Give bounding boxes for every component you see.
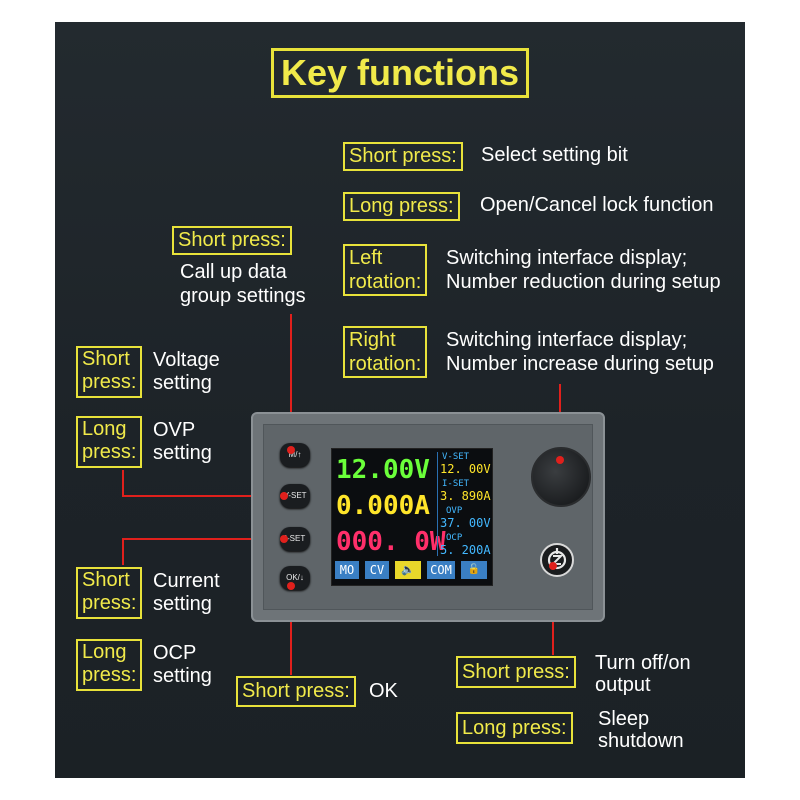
label-short-press-iset-l1: Short xyxy=(82,569,130,591)
com-badge: COM xyxy=(427,561,455,579)
desc-ocp-setting: OCP setting xyxy=(153,642,212,688)
label-long-press-iset-l1: Long xyxy=(82,641,127,663)
lcd-screen: 12.00V 0.000A 000. 0W V-SET 12. 00V I-SE… xyxy=(331,448,493,586)
desc-voltage-setting: Voltage setting xyxy=(153,349,220,395)
label-right-rotation-l2: rotation: xyxy=(349,353,422,375)
iset-value: 3. 890A xyxy=(440,489,491,503)
indicator-dot-vset xyxy=(280,492,288,500)
ocp-value: 5. 200A xyxy=(440,543,491,557)
vset-value: 12. 00V xyxy=(440,462,491,476)
label-long-press-vset: Long press: xyxy=(76,416,143,468)
desc-lock-function: Open/Cancel lock function xyxy=(480,194,714,216)
desc-voltage-setting-l1: Voltage xyxy=(153,349,220,371)
desc-left-rotation-l2: Number reduction during setup xyxy=(446,271,721,293)
label-short-press-vset: Short press: xyxy=(76,346,143,398)
label-left-rotation: Left rotation: xyxy=(343,244,428,296)
voltage-readout: 12.00V xyxy=(336,455,430,485)
desc-current-setting-l1: Current xyxy=(153,570,220,592)
desc-ocp-setting-l1: OCP xyxy=(153,642,197,664)
page-title: Key functions xyxy=(271,48,529,98)
power-icon xyxy=(547,548,567,570)
desc-ovp-setting-l2: setting xyxy=(153,442,212,464)
power-readout: 000. 0W xyxy=(336,527,446,557)
desc-select-setting-bit: Select setting bit xyxy=(481,144,628,166)
label-long-press-vset-l1: Long xyxy=(82,418,127,440)
current-readout: 0.000A xyxy=(336,491,430,521)
label-short-press-vset-l2: press: xyxy=(82,371,137,393)
label-long-press-knob: Long press: xyxy=(343,192,460,221)
label-long-press-vset-l2: press: xyxy=(82,441,137,463)
desc-current-setting-l2: setting xyxy=(153,593,212,615)
mode-badge: MO xyxy=(335,561,359,579)
background-panel xyxy=(55,22,745,778)
desc-ok: OK xyxy=(369,680,398,702)
label-short-press-vset-l1: Short xyxy=(82,348,130,370)
desc-data-group-l1: Call up data xyxy=(180,261,287,283)
desc-current-setting: Current setting xyxy=(153,570,220,616)
indicator-dot-knob xyxy=(556,456,564,464)
lock-icon: 🔓 xyxy=(461,561,487,579)
indicator-dot-m xyxy=(287,446,295,454)
label-short-press-iset-l2: press: xyxy=(82,592,137,614)
line-vset-button xyxy=(122,470,284,497)
desc-turn-output-l1: Turn off/on xyxy=(595,652,691,674)
label-long-press-iset-l2: press: xyxy=(82,664,137,686)
desc-data-group-l2: group settings xyxy=(180,285,306,307)
label-short-press-ok: Short press: xyxy=(236,676,356,707)
desc-right-rotation-l2: Number increase during setup xyxy=(446,353,714,375)
label-left-rotation-l2: rotation: xyxy=(349,271,422,293)
desc-ovp-setting: OVP setting xyxy=(153,419,212,465)
label-long-press-power: Long press: xyxy=(456,712,573,744)
desc-ovp-setting-l1: OVP xyxy=(153,419,196,441)
desc-sleep-shutdown-l2: shutdown xyxy=(598,730,684,752)
power-button[interactable] xyxy=(540,543,574,577)
desc-turn-output: Turn off/on output xyxy=(595,652,691,696)
desc-left-rotation-l1: Switching interface display; xyxy=(446,247,688,269)
desc-sleep-shutdown: Sleep shutdown xyxy=(598,708,684,752)
label-short-press-iset: Short press: xyxy=(76,567,143,619)
desc-data-group: Call up data group settings xyxy=(180,260,306,308)
indicator-dot-iset xyxy=(280,535,288,543)
iset-label: I-SET xyxy=(442,479,470,489)
desc-ocp-setting-l2: setting xyxy=(153,665,212,687)
status-bar: MO CV 🔈 COM 🔓 xyxy=(335,561,489,581)
m-up-button[interactable]: M/↑ xyxy=(280,443,310,467)
side-panel xyxy=(437,452,490,556)
desc-sleep-shutdown-l1: Sleep xyxy=(598,708,650,730)
desc-right-rotation-l1: Switching interface display; xyxy=(446,329,688,351)
cv-badge: CV xyxy=(365,561,389,579)
indicator-dot-power xyxy=(549,562,557,570)
desc-left-rotation: Switching interface display; Number redu… xyxy=(446,246,721,294)
vset-label: V-SET xyxy=(442,452,470,462)
label-short-press-m: Short press: xyxy=(172,226,292,255)
desc-voltage-setting-l2: setting xyxy=(153,372,212,394)
line-iset-button xyxy=(122,538,284,565)
indicator-dot-ok xyxy=(287,582,295,590)
ovp-label: OVP xyxy=(446,506,463,516)
label-long-press-iset: Long press: xyxy=(76,639,143,691)
label-left-rotation-l1: Left xyxy=(349,247,383,269)
label-right-rotation: Right rotation: xyxy=(343,326,428,378)
ok-down-button[interactable]: OK/↓ xyxy=(280,566,310,590)
ocp-label: OCP xyxy=(446,533,463,543)
label-short-press-knob: Short press: xyxy=(343,142,463,171)
speaker-icon: 🔈 xyxy=(395,561,421,579)
label-right-rotation-l1: Right xyxy=(349,329,396,351)
rotary-knob[interactable] xyxy=(531,447,591,507)
ovp-value: 37. 00V xyxy=(440,516,491,530)
label-short-press-power: Short press: xyxy=(456,656,576,688)
desc-turn-output-l2: output xyxy=(595,674,651,696)
desc-right-rotation: Switching interface display; Number incr… xyxy=(446,328,714,376)
